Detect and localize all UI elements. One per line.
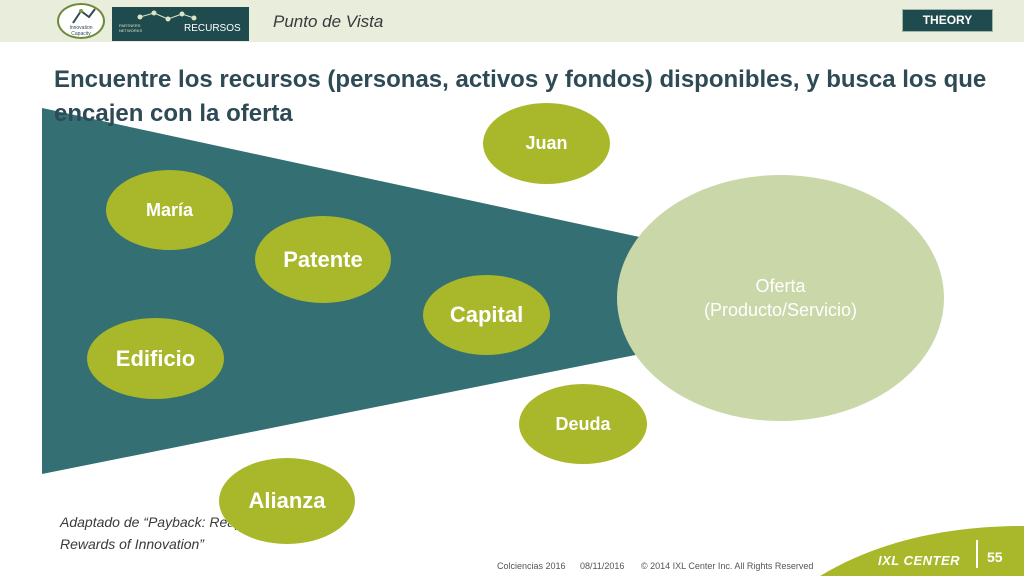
partners-networks-logo: PARTNERS NETWORKS RECURSOS: [112, 7, 249, 41]
resource-alianza-label: Alianza: [248, 488, 326, 513]
citation-line2: Rewards of Innovation”: [60, 536, 204, 552]
resource-maria-label: María: [145, 199, 194, 220]
network-icon: [137, 10, 197, 22]
resource-deuda: Deuda: [519, 384, 647, 464]
footer-copyright: © 2014 IXL Center Inc. All Rights Reserv…: [641, 561, 814, 571]
ixl-center-logo: IXL CENTER: [878, 553, 961, 568]
figure-icon: [72, 8, 96, 24]
offer-sublabel: (Producto/Servicio): [703, 300, 858, 320]
section-title: Punto de Vista: [273, 12, 384, 31]
logo2-label: RECURSOS: [184, 23, 241, 34]
resource-edificio: Edificio: [87, 318, 224, 399]
logo2-line2: NETWORKS: [119, 28, 143, 33]
footer-org: Colciencias 2016: [497, 561, 566, 571]
resource-juan: Juan: [483, 103, 610, 184]
page-number: 55: [987, 549, 1003, 565]
logo1-line2: Capacity: [71, 31, 91, 37]
offer-label: Oferta: [755, 276, 806, 296]
resource-patente: Patente: [255, 216, 391, 303]
footer-date: 08/11/2016: [580, 561, 625, 571]
resource-maria: María: [106, 170, 233, 250]
resource-patente-label: Patente: [283, 246, 363, 272]
innovation-capacity-logo: Innovation Capacity: [57, 3, 105, 39]
resource-edificio-label: Edificio: [115, 345, 196, 371]
resource-alianza: Alianza: [219, 458, 355, 544]
resource-capital: Capital: [423, 275, 550, 355]
logo2-line1: PARTNERS: [119, 23, 141, 28]
logo1-line1: Innovation: [69, 25, 93, 31]
resource-juan-label: Juan: [525, 133, 568, 153]
resource-deuda-label: Deuda: [555, 413, 611, 434]
slide-title: Encuentre los recursos (personas, activo…: [54, 66, 987, 127]
resource-capital-label: Capital: [449, 302, 524, 327]
footer-divider: [976, 540, 978, 568]
theory-badge: THEORY: [902, 9, 993, 32]
offer-circle: Oferta (Producto/Servicio): [617, 175, 944, 421]
